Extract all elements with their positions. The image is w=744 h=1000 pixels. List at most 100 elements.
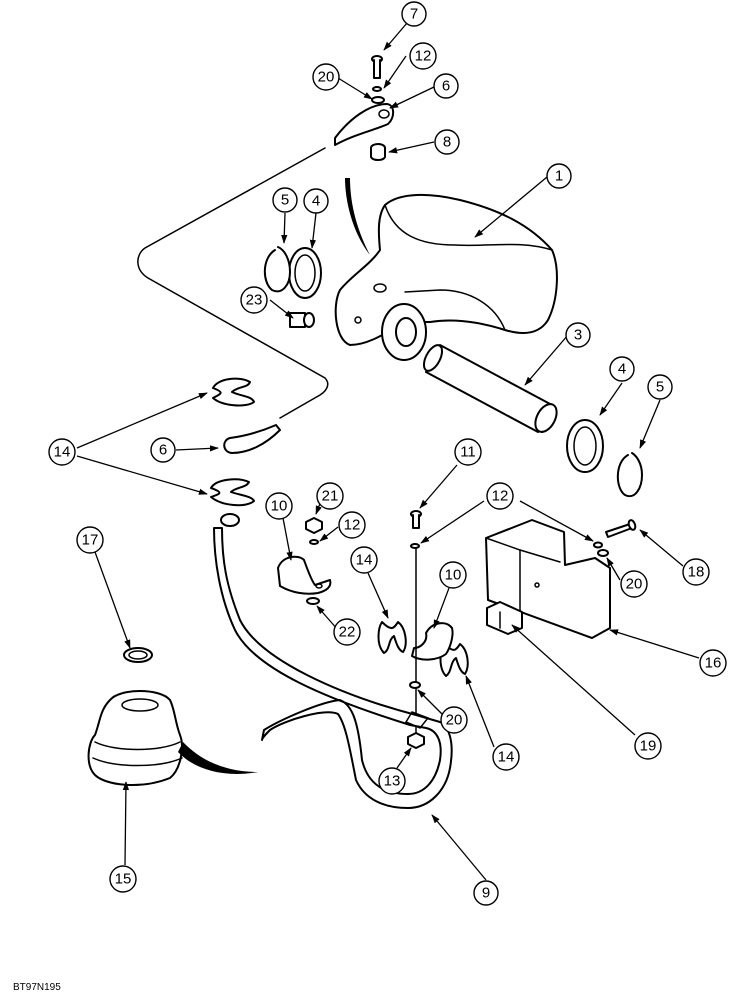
svg-text:19: 19 (640, 738, 657, 755)
hose-clamp (123, 647, 153, 663)
retaining-clip-middle (210, 478, 255, 507)
svg-text:14: 14 (54, 444, 71, 461)
callout-9: 9 (473, 880, 499, 906)
callout-11: 11 (454, 438, 482, 466)
callout-23: 23 (240, 286, 268, 314)
pivot-pin (422, 344, 558, 433)
callout-7: 7 (401, 1, 427, 27)
callout-6-lower: 6 (150, 437, 176, 463)
nut (305, 517, 323, 534)
callout-17: 17 (76, 526, 104, 554)
svg-text:21: 21 (322, 488, 339, 505)
callout-19: 19 (634, 732, 662, 760)
callout-5-lower: 5 (647, 374, 673, 400)
callout-20-lower: 20 (440, 706, 468, 734)
lock-washer-mid (309, 539, 319, 545)
callout-13: 13 (378, 767, 406, 795)
callout-21: 21 (316, 482, 344, 510)
svg-text:11: 11 (460, 444, 476, 461)
motion-arrow (345, 178, 370, 255)
bushing (370, 143, 386, 161)
control-cable (137, 147, 329, 419)
clamp-right (411, 622, 454, 661)
svg-text:20: 20 (446, 712, 463, 729)
figure-reference-code: BT97N195 (13, 982, 61, 993)
svg-text:10: 10 (271, 498, 288, 515)
thrust-washer-upper (288, 247, 322, 299)
svg-text:10: 10 (445, 567, 462, 584)
callout-10-right: 10 (439, 561, 467, 589)
callout-12-top: 12 (409, 42, 437, 70)
bolt-top (371, 55, 383, 79)
svg-text:4: 4 (618, 361, 626, 378)
callout-22: 22 (333, 618, 361, 646)
callout-14-center: 14 (350, 546, 378, 574)
callout-3: 3 (565, 322, 591, 348)
lock-washer-far-right (593, 541, 603, 549)
svg-text:14: 14 (498, 749, 515, 766)
svg-text:15: 15 (115, 871, 132, 888)
svg-text:5: 5 (656, 379, 664, 396)
callout-10-left: 10 (265, 492, 293, 520)
cable-end-lower (223, 424, 281, 454)
flat-washer-lower (409, 681, 421, 689)
svg-text:9: 9 (482, 885, 490, 902)
callout-18: 18 (682, 558, 710, 586)
rubber-boot (87, 690, 183, 787)
svg-text:8: 8 (443, 134, 451, 151)
svg-text:4: 4 (312, 193, 320, 210)
svg-text:6: 6 (442, 78, 450, 95)
callout-4-lower: 4 (609, 356, 635, 382)
svg-text:13: 13 (384, 773, 401, 790)
retaining-clip-left (377, 621, 407, 654)
retaining-clip-upper (212, 377, 255, 407)
svg-text:12: 12 (492, 488, 509, 505)
svg-text:22: 22 (339, 624, 356, 641)
boot-motion-arrow (178, 742, 258, 774)
bolt-right (410, 510, 422, 529)
svg-text:3: 3 (574, 327, 582, 344)
svg-text:6: 6 (159, 442, 167, 459)
svg-text:16: 16 (705, 655, 722, 672)
svg-text:23: 23 (246, 292, 263, 309)
callout-5-upper: 5 (272, 187, 298, 213)
callout-15: 15 (109, 865, 137, 893)
lock-washer-upper (372, 86, 382, 92)
callout-16: 16 (699, 649, 727, 677)
nut-13 (407, 732, 425, 749)
snap-ring-lower (616, 452, 643, 498)
callout-20-top: 20 (312, 63, 340, 91)
callout-14-left: 14 (48, 438, 76, 466)
svg-text:12: 12 (344, 517, 361, 534)
callout-12-mid: 12 (338, 511, 366, 539)
lock-washer-right (410, 543, 420, 549)
svg-text:14: 14 (356, 552, 373, 569)
flat-washer-right (597, 549, 609, 557)
callout-6-upper: 6 (433, 73, 459, 99)
cover-block (485, 519, 611, 639)
callout-20-right: 20 (620, 570, 648, 598)
svg-text:12: 12 (415, 48, 432, 65)
callout-4-upper: 4 (303, 188, 329, 214)
cable-end-upper (334, 103, 395, 146)
svg-text:7: 7 (410, 6, 418, 23)
bolt-18 (605, 519, 637, 538)
snap-ring-upper (263, 246, 291, 293)
callout-12-right: 12 (486, 482, 514, 510)
svg-text:18: 18 (688, 564, 705, 581)
swing-tower-casting (334, 193, 558, 361)
callout-1: 1 (546, 163, 572, 189)
callout-8: 8 (434, 129, 460, 155)
svg-text:5: 5 (281, 192, 289, 209)
svg-text:20: 20 (626, 576, 643, 593)
svg-text:17: 17 (82, 532, 99, 549)
washer-22 (306, 597, 320, 605)
control-lever (213, 513, 453, 809)
clamp-left (277, 555, 332, 595)
svg-text:1: 1 (555, 168, 563, 185)
grease-fitting (289, 312, 315, 328)
flat-washer-upper (371, 96, 385, 104)
svg-text:20: 20 (318, 69, 335, 86)
